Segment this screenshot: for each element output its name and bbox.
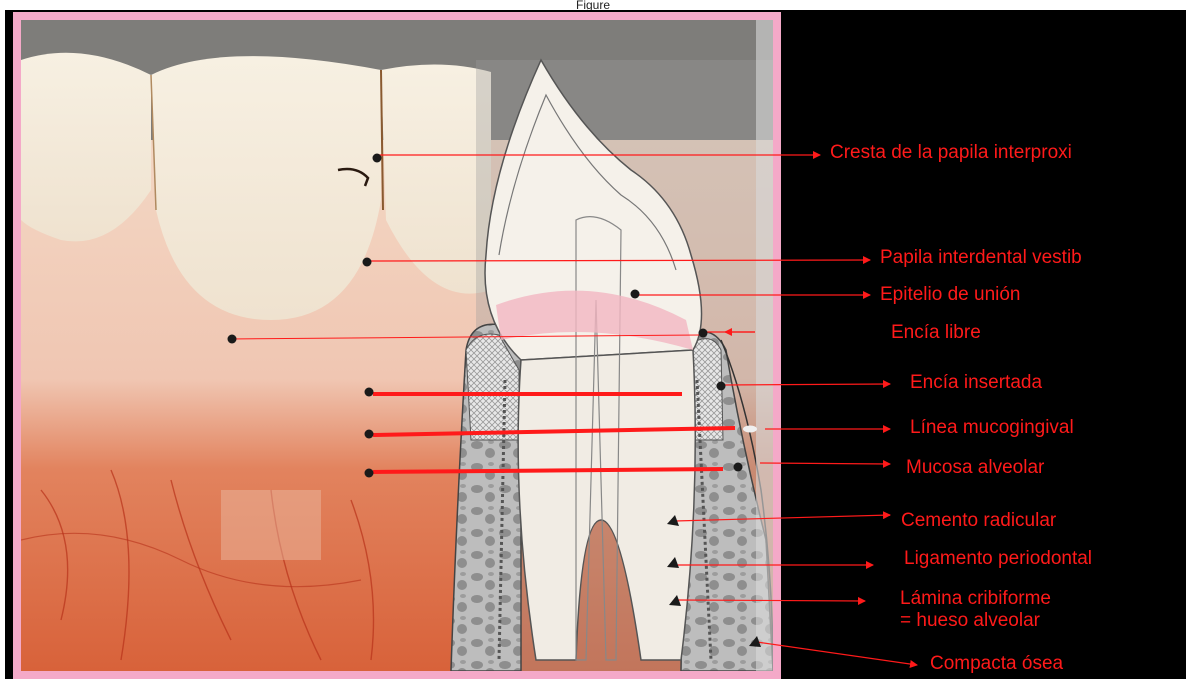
label-ligamento: Ligamento periodontal (904, 548, 1092, 570)
leader-lamina (677, 600, 865, 601)
point-mucosa (365, 469, 374, 478)
label-encia-libre: Encía libre (891, 322, 981, 344)
leader-linea-a (373, 428, 735, 435)
annotation-overlay (5, 10, 1186, 679)
leader-compacta (757, 642, 917, 665)
point-ligamento (667, 557, 679, 568)
label-lamina-line1: Lámina cribiforme (900, 588, 1160, 610)
label-lamina-line2: = hueso alveolar (900, 610, 1160, 632)
label-epitelio: Epitelio de unión (880, 284, 1021, 306)
leader-mucosa-b (760, 463, 890, 464)
papilla-pointer-mark (338, 169, 368, 186)
label-cemento: Cemento radicular (901, 510, 1056, 532)
point-linea (365, 430, 374, 439)
label-compacta: Compacta ósea (930, 653, 1063, 675)
point-cresta (373, 154, 382, 163)
mucogingival-highlight (743, 426, 757, 433)
label-papila: Papila interdental vestib (880, 247, 1082, 269)
label-linea: Línea mucogingival (910, 417, 1074, 439)
point-compacta (749, 636, 761, 647)
label-lamina: Lámina cribiforme = hueso alveolar (900, 588, 1160, 632)
figure-caption: Figure (0, 0, 1186, 10)
leader-cemento (675, 515, 890, 521)
diagram-panel: Cresta de la papila interproxi Papila in… (5, 10, 1186, 679)
label-mucosa: Mucosa alveolar (906, 457, 1044, 479)
leader-encia-insertada-b (723, 384, 890, 385)
label-encia-insertada: Encía insertada (910, 372, 1042, 394)
point-papila (363, 258, 372, 267)
point-encia-insertada (365, 388, 374, 397)
point-mucosa-section (734, 463, 743, 472)
leader-papila (367, 260, 870, 261)
leader-encia-libre-a (230, 335, 700, 339)
label-cresta: Cresta de la papila interproxi (830, 142, 1072, 164)
point-encia-libre-section (699, 329, 708, 338)
point-epitelio (631, 290, 640, 299)
leader-mucosa-a (373, 469, 723, 472)
point-encia-libre (228, 335, 237, 344)
point-encia-insertada-section (717, 382, 726, 391)
